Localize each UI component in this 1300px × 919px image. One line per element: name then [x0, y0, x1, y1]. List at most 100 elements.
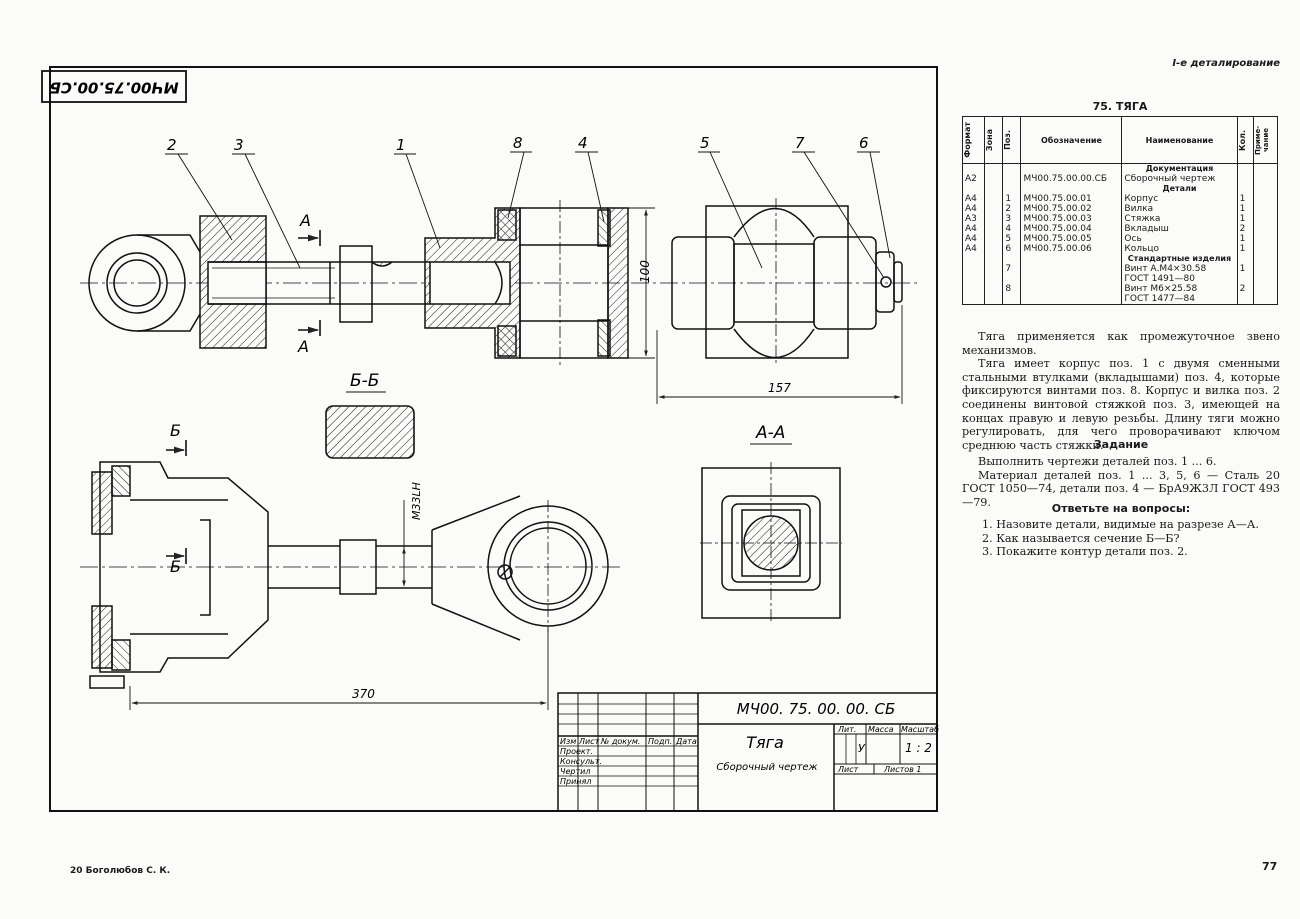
spec-sec-doc: Документация [1121, 163, 1238, 174]
page-header: I-е деталирование [1172, 58, 1280, 69]
spec-sec-details: Детали [1121, 184, 1238, 194]
dim-370-lines [129, 628, 549, 710]
drawing-frame [49, 66, 938, 812]
spec-h-pos: Поз. [1003, 130, 1013, 150]
table-row: А4 1 МЧ00.75.00.01 Корпус 1 [961, 194, 1279, 204]
callout-5: 5 [700, 134, 710, 152]
table-row: 7 Винт А.М4×30.58 1 [961, 264, 1279, 274]
spec-h-code: Обозначение [1020, 116, 1123, 164]
tb-col-doc: № докум. [600, 737, 640, 746]
spec-cell: А4 [961, 224, 986, 234]
spec-cell: 1 [1236, 264, 1254, 274]
tb-role-0: Проект. [560, 747, 593, 756]
section-bb-shape [325, 405, 415, 459]
spec-cell: 1 [1236, 194, 1254, 204]
front-view [80, 198, 920, 365]
spec-cell: А4 [961, 204, 986, 214]
tb-scale-label: Масштаб [901, 725, 939, 734]
table-row: 8 Винт М6×25.58 2 [961, 284, 1279, 294]
callout-7: 7 [795, 134, 805, 152]
spec-cell: МЧ00.75.00.06 [1020, 244, 1123, 254]
tb-col-sign: Подп. [648, 737, 672, 746]
cut-a-marks [298, 230, 321, 336]
callout-numbers: 2 3 1 8 4 5 7 6 [167, 134, 869, 154]
dim-370: 370 [352, 687, 375, 701]
tb-sheets: Листов 1 [883, 765, 922, 774]
dim-100-lines [628, 207, 655, 359]
spec-sec-standard: Стандартные изделия [1121, 254, 1238, 264]
footer-author: 20 Боголюбов С. К. [70, 866, 171, 876]
cut-a-bottom: А [297, 337, 309, 356]
description-p1: Тяга применяется как промежуточное звено… [962, 330, 1280, 357]
spec-cell: 3 [1002, 214, 1022, 224]
title-block-code: МЧ00. 75. 00. 00. СБ [737, 700, 895, 718]
callout-8: 8 [513, 134, 523, 152]
cut-a-top: А [299, 211, 311, 230]
tb-col-list: Лист [578, 737, 600, 746]
spec-cell: 5 [1002, 234, 1022, 244]
spec-cell: Вилка [1121, 204, 1238, 214]
callout-3: 3 [234, 136, 244, 154]
task-heading: Задание [1093, 438, 1149, 451]
dim-157: 157 [768, 381, 791, 395]
description-p2: Тяга имеет корпус поз. 1 с двумя сменным… [962, 357, 1280, 452]
spec-cell: ГОСТ 1491—80 [1121, 274, 1238, 284]
callout-2: 2 [167, 136, 177, 154]
spec-cell: Вкладыш [1121, 224, 1238, 234]
section-aa-view [700, 462, 842, 624]
questions-list: 1. Назовите детали, видимые на разрезе А… [982, 518, 1282, 559]
spec-h-name: Наименование [1121, 116, 1238, 164]
task-text: Выполнить чертежи деталей поз. 1 ... 6. … [962, 455, 1280, 509]
spec-h-zone: Зона [985, 128, 995, 152]
table-row: А4 4 МЧ00.75.00.04 Вкладыш 2 [961, 224, 1279, 234]
dim-thread: M33LH [410, 482, 423, 520]
spec-cell: Корпус [1121, 194, 1238, 204]
spec-cell: МЧ00.75.00.01 [1020, 194, 1123, 204]
section-aa-label: А-А [755, 423, 785, 443]
spec-cell: МЧ00.75.00.03 [1020, 214, 1123, 224]
spec-cell: 2 [1236, 284, 1254, 294]
spec-cell: Ось [1121, 234, 1238, 244]
spec-cell: 2 [1236, 224, 1254, 234]
spec-cell: МЧ00.75.00.02 [1020, 204, 1123, 214]
spec-cell: 4 [1002, 224, 1022, 234]
question-1: 1. Назовите детали, видимые на разрезе А… [982, 518, 1259, 531]
tb-mass: Масса [868, 725, 894, 734]
spec-cell: Кольцо [1121, 244, 1238, 254]
tb-role-1: Консульт. [560, 757, 602, 766]
spec-cell: 8 [1002, 284, 1022, 294]
table-row: А4 5 МЧ00.75.00.05 Ось 1 [961, 234, 1279, 244]
spec-h-note: Приме-чание [1253, 125, 1270, 155]
question-2: 2. Как называется сечение Б—Б? [982, 531, 1180, 545]
spec-h-format: Формат [963, 122, 972, 158]
spec-cell: МЧ00.75.00.00.СБ [1020, 174, 1123, 184]
spec-header-row: Формат Зона Поз. Обозначение Наименовани… [961, 116, 1279, 164]
table-row: А4 6 МЧ00.75.00.06 Кольцо 1 [961, 244, 1279, 254]
spec-cell: Сборочный чертеж [1121, 174, 1238, 184]
table-row: А3 3 МЧ00.75.00.03 Стяжка 1 [961, 214, 1279, 224]
question-3: 3. Покажите контур детали поз. 2. [982, 545, 1188, 559]
spec-cell: Винт М6×25.58 [1121, 284, 1238, 294]
cut-b-marks [166, 440, 187, 564]
spec-h-qty: Кол. [1237, 129, 1247, 151]
table-row: ГОСТ 1477—84 [961, 294, 1279, 305]
top-view [80, 461, 620, 689]
table-row: А4 2 МЧ00.75.00.02 Вилка 1 [961, 204, 1279, 214]
callout-6: 6 [859, 134, 869, 152]
spec-cell: 7 [1002, 264, 1022, 274]
dim-100: 100 [638, 260, 652, 283]
callout-4: 4 [578, 134, 588, 152]
spec-cell: ГОСТ 1477—84 [1121, 294, 1238, 305]
tb-sheet: Лист [837, 765, 859, 774]
specification-table: Формат Зона Поз. Обозначение Наименовани… [961, 116, 1279, 305]
spec-cell: 1 [1002, 194, 1022, 204]
title-block-title: Тяга [746, 733, 784, 752]
spec-cell: 1 [1236, 234, 1254, 244]
spec-cell: МЧ00.75.00.04 [1020, 224, 1123, 234]
cut-b-bottom: Б [170, 557, 181, 576]
spec-cell: Стяжка [1121, 214, 1238, 224]
spec-cell: 6 [1002, 244, 1022, 254]
spec-cell: 1 [1236, 214, 1254, 224]
page-number: 77 [1262, 860, 1278, 873]
